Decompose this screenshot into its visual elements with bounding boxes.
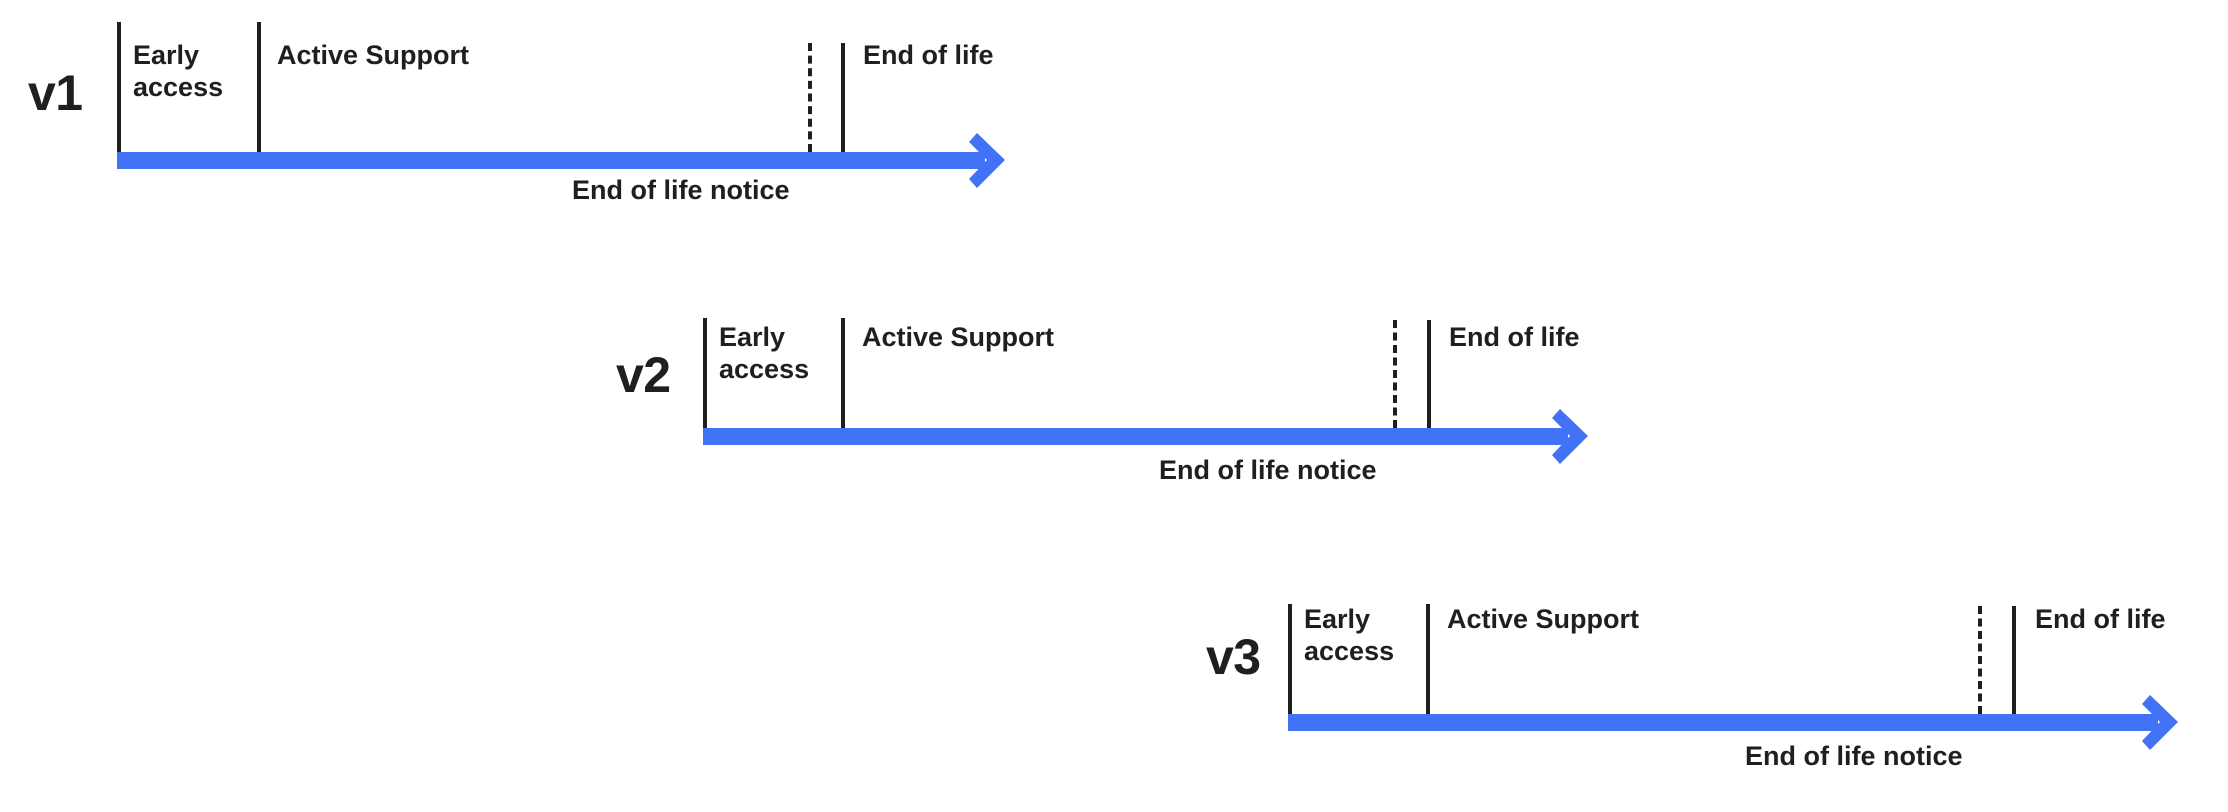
phase-divider-start xyxy=(117,22,121,152)
phase-divider-start xyxy=(703,318,707,428)
bar-caption-end-of-life-notice: End of life notice xyxy=(572,175,790,205)
bar-caption-end-of-life-notice: End of life notice xyxy=(1745,741,1963,771)
phase-divider-early-access-end xyxy=(1426,604,1430,714)
phase-label-end-of-life: End of life xyxy=(863,40,994,70)
end-of-life-notice-marker xyxy=(1978,606,1982,714)
version-label-v2: v2 xyxy=(616,347,671,403)
arrow-head-icon xyxy=(969,133,1005,188)
phase-divider-early-access-end xyxy=(257,22,261,152)
timeline-bar xyxy=(703,428,1568,445)
phase-label-active-support: Active Support xyxy=(862,322,1055,352)
timeline-bar xyxy=(1288,714,2158,731)
phase-label-early-access: Early access xyxy=(1304,604,1395,666)
phase-divider-end-of-life-start xyxy=(841,43,845,152)
end-of-life-notice-marker xyxy=(1393,320,1397,428)
phase-divider-early-access-end xyxy=(841,318,845,428)
arrow-head-icon xyxy=(2142,695,2178,750)
phase-label-early-access: Early access xyxy=(719,322,810,384)
phase-label-early-access: Early access xyxy=(133,40,224,102)
phase-label-active-support: Active Support xyxy=(277,40,470,70)
phase-label-end-of-life: End of life xyxy=(1449,322,1580,352)
version-label-v1: v1 xyxy=(28,65,83,121)
end-of-life-notice-marker xyxy=(808,43,812,152)
phase-divider-end-of-life-start xyxy=(2012,606,2016,714)
phase-label-end-of-life: End of life xyxy=(2035,604,2166,634)
arrow-head-icon xyxy=(1552,409,1588,464)
phase-label-active-support: Active Support xyxy=(1447,604,1640,634)
phase-divider-start xyxy=(1288,604,1292,714)
version-label-v3: v3 xyxy=(1206,629,1261,685)
timeline-bar xyxy=(117,152,985,169)
bar-caption-end-of-life-notice: End of life notice xyxy=(1159,455,1377,485)
phase-divider-end-of-life-start xyxy=(1427,320,1431,428)
